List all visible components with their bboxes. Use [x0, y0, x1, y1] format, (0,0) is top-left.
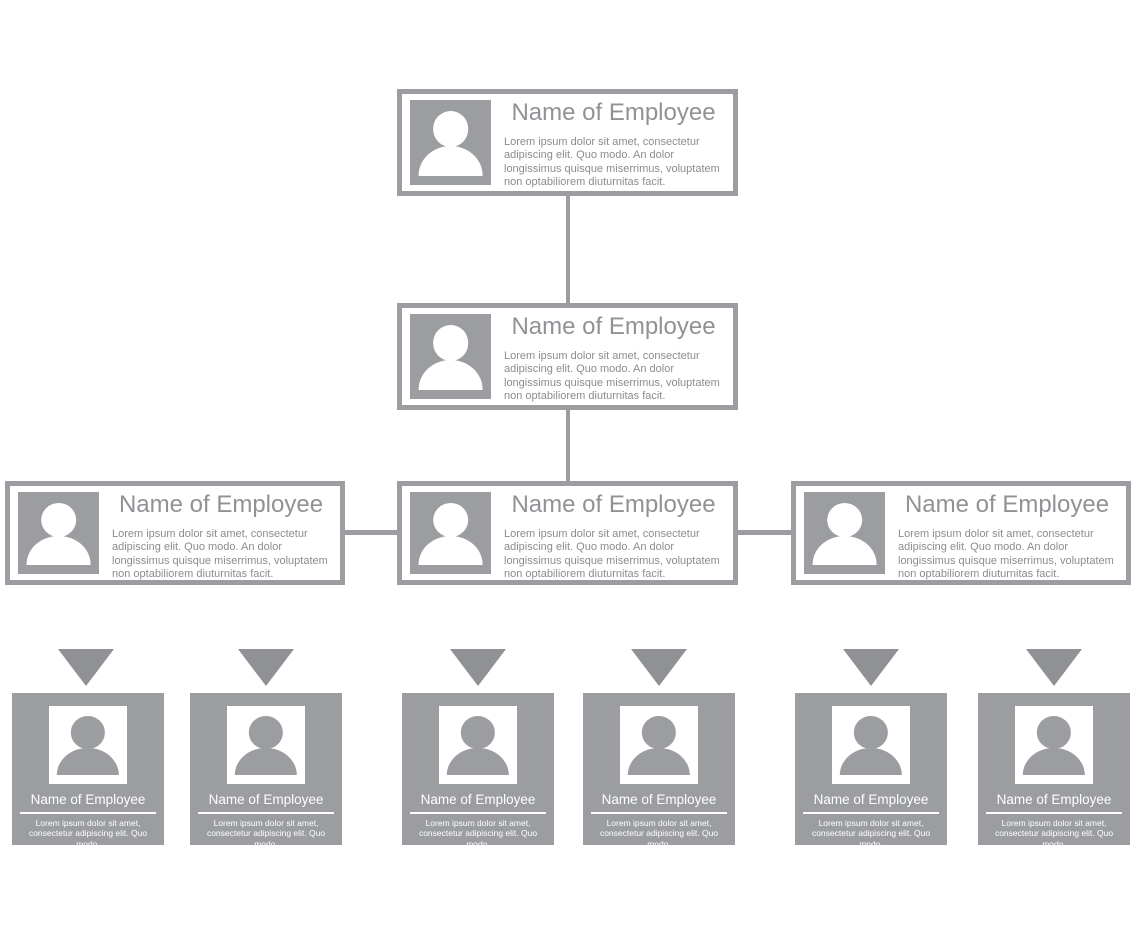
arrow-down-icon	[631, 649, 687, 686]
connector-horizontal-left	[344, 530, 398, 535]
employee-name: Name of Employee	[601, 792, 717, 807]
employee-description: Lorem ipsum dolor sit amet, consectetur …	[418, 817, 538, 849]
employee-card-level3-left: Name of Employee Lorem ipsum dolor sit a…	[5, 481, 345, 585]
employee-card-level4-6: Name of Employee Lorem ipsum dolor sit a…	[978, 693, 1130, 849]
photo-placeholder	[410, 100, 491, 185]
arrow-down-icon	[450, 649, 506, 686]
employee-card-level4-1: Name of Employee Lorem ipsum dolor sit a…	[12, 693, 164, 849]
photo-placeholder	[227, 706, 305, 784]
person-icon	[439, 706, 517, 784]
employee-name: Name of Employee	[813, 792, 929, 807]
arrow-down-icon	[843, 649, 899, 686]
name-divider	[591, 811, 727, 814]
employee-description: Lorem ipsum dolor sit amet, consectetur …	[28, 817, 148, 849]
person-icon	[227, 706, 305, 784]
employee-name: Name of Employee	[904, 491, 1110, 518]
employee-description: Lorem ipsum dolor sit amet, consectetur …	[112, 527, 328, 581]
employee-name: Name of Employee	[511, 491, 716, 518]
photo-placeholder	[620, 706, 698, 784]
employee-card-level3-center: Name of Employee Lorem ipsum dolor sit a…	[397, 481, 738, 585]
photo-placeholder	[439, 706, 517, 784]
employee-description: Lorem ipsum dolor sit amet, consectetur …	[994, 817, 1114, 849]
employee-description: Lorem ipsum dolor sit amet, consectetur …	[811, 817, 931, 849]
employee-name: Name of Employee	[511, 313, 716, 340]
photo-placeholder	[18, 492, 99, 574]
employee-card-level4-5: Name of Employee Lorem ipsum dolor sit a…	[795, 693, 947, 849]
name-divider	[986, 811, 1122, 814]
person-icon	[804, 492, 885, 574]
employee-description: Lorem ipsum dolor sit amet, consectetur …	[898, 527, 1114, 581]
arrow-down-icon	[58, 649, 114, 686]
employee-card-level4-4: Name of Employee Lorem ipsum dolor sit a…	[583, 693, 735, 849]
employee-name: Name of Employee	[208, 792, 324, 807]
person-icon	[832, 706, 910, 784]
photo-placeholder	[49, 706, 127, 784]
employee-name: Name of Employee	[996, 792, 1112, 807]
employee-card-level1: Name of Employee Lorem ipsum dolor sit a…	[397, 89, 738, 196]
name-divider	[803, 811, 939, 814]
employee-description: Lorem ipsum dolor sit amet, consectetur …	[504, 527, 720, 581]
employee-name: Name of Employee	[511, 99, 716, 126]
employee-description: Lorem ipsum dolor sit amet, consectetur …	[504, 135, 720, 189]
connector-vertical-l1-l2	[566, 195, 570, 303]
name-divider	[20, 811, 156, 814]
name-divider	[410, 811, 546, 814]
person-icon	[18, 492, 99, 574]
employee-description: Lorem ipsum dolor sit amet, consectetur …	[599, 817, 719, 849]
person-icon	[49, 706, 127, 784]
employee-card-level4-3: Name of Employee Lorem ipsum dolor sit a…	[402, 693, 554, 849]
person-icon	[410, 314, 491, 399]
connector-horizontal-right	[737, 530, 792, 535]
arrow-down-icon	[1026, 649, 1082, 686]
arrow-down-icon	[238, 649, 294, 686]
person-icon	[1015, 706, 1093, 784]
photo-placeholder	[832, 706, 910, 784]
employee-description: Lorem ipsum dolor sit amet, consectetur …	[504, 349, 720, 403]
person-icon	[410, 100, 491, 185]
photo-placeholder	[1015, 706, 1093, 784]
employee-name: Name of Employee	[30, 792, 146, 807]
person-icon	[410, 492, 491, 574]
person-icon	[620, 706, 698, 784]
photo-placeholder	[804, 492, 885, 574]
name-divider	[198, 811, 334, 814]
employee-description: Lorem ipsum dolor sit amet, consectetur …	[206, 817, 326, 849]
employee-card-level2: Name of Employee Lorem ipsum dolor sit a…	[397, 303, 738, 410]
employee-name: Name of Employee	[420, 792, 536, 807]
employee-card-level3-right: Name of Employee Lorem ipsum dolor sit a…	[791, 481, 1131, 585]
connector-vertical-l2-l3	[566, 410, 570, 481]
employee-card-level4-2: Name of Employee Lorem ipsum dolor sit a…	[190, 693, 342, 849]
employee-name: Name of Employee	[118, 491, 324, 518]
photo-placeholder	[410, 492, 491, 574]
photo-placeholder	[410, 314, 491, 399]
